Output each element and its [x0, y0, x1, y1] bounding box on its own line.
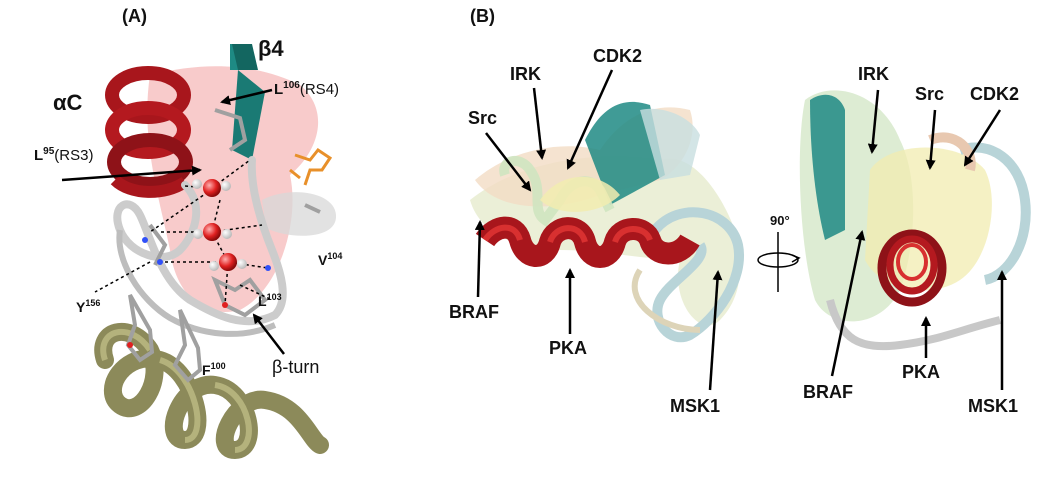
l106-label: L106(RS4)	[274, 80, 339, 98]
left-msk1-arrow	[708, 270, 723, 391]
sidechain-sticks	[125, 108, 321, 383]
v104-label: V104	[318, 251, 342, 268]
right-braf-label: BRAF	[803, 382, 853, 402]
right-view-structure	[799, 90, 1031, 351]
left-view-structure	[470, 101, 745, 343]
left-src-arrow	[485, 132, 532, 192]
right-msk1-label: MSK1	[968, 396, 1018, 416]
panel-a-tag: (A)	[122, 6, 147, 26]
right-irk-label: IRK	[858, 64, 889, 84]
panel-b-tag: (B)	[470, 6, 495, 26]
alpha-c-label: αC	[53, 90, 83, 115]
y156-label: Y156	[76, 298, 100, 315]
right-braf-arrow	[830, 230, 866, 377]
l95-arrow	[61, 165, 202, 182]
right-cdk2-label: CDK2	[970, 84, 1019, 104]
water-molecules	[192, 179, 247, 271]
right-irk-arrow	[867, 89, 880, 154]
right-cdk2-arrow	[963, 109, 1002, 167]
left-irk-label: IRK	[510, 64, 541, 84]
nitrogen-atom	[157, 259, 163, 265]
v104-surface	[262, 192, 337, 236]
beta-turn-arrow	[252, 313, 285, 355]
f100-label: F100	[202, 361, 226, 378]
l106-arrow	[220, 88, 273, 105]
right-pka-label: PKA	[902, 362, 940, 382]
right-src-label: Src	[915, 84, 944, 104]
left-cdk2-arrow	[566, 69, 614, 170]
nitrogen-atom	[142, 237, 148, 243]
loop-backbone-2	[116, 229, 277, 337]
left-braf-label: BRAF	[449, 302, 499, 322]
phosphate-sticks	[289, 147, 333, 186]
left-cdk2-label: CDK2	[593, 46, 642, 66]
panel-a: (A)	[34, 6, 342, 459]
beta-turn-label: β-turn	[272, 357, 319, 377]
alpha-c-helix	[105, 66, 193, 198]
right-src-arrow	[925, 109, 937, 170]
left-src-label: Src	[468, 108, 497, 128]
panel-b: (B) IRK CDK2 Src BRAF PKA MSK1	[449, 6, 1031, 416]
l95-label: L95(RS3)	[34, 146, 93, 164]
left-msk1-label: MSK1	[670, 396, 720, 416]
oxygen-atom	[222, 302, 228, 308]
beta4-label: β4	[258, 36, 284, 61]
nitrogen-atom	[265, 265, 271, 271]
rotation-symbol: 90°	[757, 213, 801, 292]
svg-text:90°: 90°	[770, 213, 790, 228]
left-pka-label: PKA	[549, 338, 587, 358]
oxygen-atom	[127, 342, 133, 348]
olive-helix	[94, 323, 329, 459]
left-irk-arrow	[532, 87, 547, 160]
left-braf-arrow	[474, 220, 485, 298]
l103-label: L103	[258, 292, 282, 309]
